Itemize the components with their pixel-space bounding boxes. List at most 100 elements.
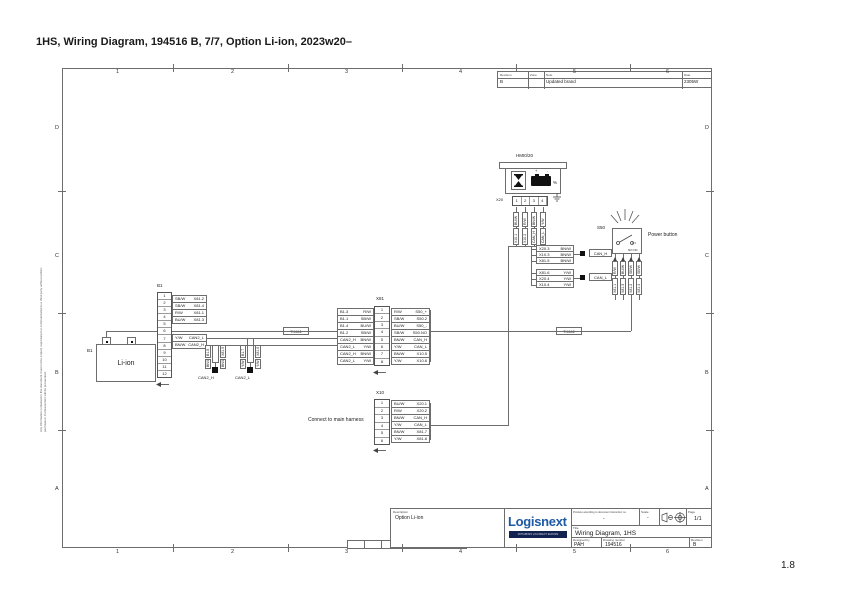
zone-tick: [630, 544, 631, 552]
wire-color-label: SB/W: [175, 296, 186, 301]
x81-label: X81: [376, 296, 385, 301]
pin-number: 5: [375, 337, 389, 344]
zone-row-label: D: [705, 125, 709, 131]
wire-color-label: SB/W: [360, 316, 371, 321]
pin-number: 11: [158, 364, 171, 371]
wire-line: [215, 362, 216, 367]
zone-tick: [288, 64, 289, 72]
x10-label: X10: [376, 390, 385, 395]
designed-header: Designed by: [573, 537, 590, 542]
produce-value: -: [603, 516, 605, 522]
page-value: 1/1: [694, 515, 702, 522]
battery-percent-label: %: [553, 180, 558, 185]
wire-net-label: S50_+: [415, 309, 427, 314]
zone-row-label: D: [55, 125, 59, 131]
wire-net-label: CAN2_H: [188, 342, 204, 347]
s50-label: S50: [597, 225, 606, 230]
termination-square: [212, 367, 218, 373]
wire-color-label: BN/W: [560, 251, 571, 257]
wire-net-label: X81.6: [539, 269, 550, 275]
wire-color-label: Y/W: [563, 275, 571, 281]
wire-color-label: BU/W: [620, 261, 626, 276]
wire-net-label: X81.1: [193, 310, 204, 315]
projection-circle-icon: [674, 512, 686, 523]
wire-line: [574, 278, 580, 279]
wire-color-label: SB/W: [636, 261, 642, 276]
wire-net-label: B1.2: [340, 330, 349, 335]
termination-square: [580, 275, 585, 280]
projection-symbol-icon: [661, 512, 673, 523]
designed-value: PAH: [574, 541, 584, 548]
wire-color-label: BN/W: [175, 342, 186, 347]
wire-net-label: X81.7: [416, 429, 427, 434]
wire-color-label: Y/W: [240, 359, 246, 369]
scale-value: -: [647, 515, 649, 521]
wire-color-label: R/W: [363, 309, 371, 314]
wire-net-label: S50.NO: [412, 330, 427, 335]
wire-line: [430, 425, 509, 426]
number-header: Drawing number: [603, 537, 626, 542]
logo-sub-bar: MITSUBISHI LOGISNEXT EUROPE: [509, 531, 567, 538]
wire-color-label: BU/W: [175, 317, 186, 322]
pin-number: 1: [158, 293, 171, 301]
termination-square: [580, 251, 585, 256]
can2-l-label: CAN2_L: [235, 375, 251, 380]
wire-color-label: BU/W: [360, 323, 371, 328]
pin-number: 4: [375, 329, 389, 337]
zone-column-label: 6: [666, 69, 670, 75]
wire-net-label: CAN_L: [414, 422, 427, 427]
battery-box: Li-ion: [96, 344, 156, 382]
x10-note: Connect to main harness: [308, 417, 364, 423]
description-header: Description: [393, 509, 409, 514]
wire-color-label: BN/W: [394, 337, 405, 342]
title-header: Title: [573, 525, 579, 530]
pin-number: 1: [375, 307, 389, 315]
title-block: Description Option Li-ion Logisnext MITS…: [390, 508, 712, 548]
wire-color-label: BU/W: [394, 323, 405, 328]
wire-line: [430, 403, 431, 440]
battery-icon: [531, 176, 551, 186]
wire-net-label: CAN2_L: [188, 335, 204, 340]
hmi-label: HMI0/20: [516, 153, 534, 158]
wire-net-label: CAN_H: [413, 337, 427, 342]
wire-direction-arrow-icon: [621, 257, 625, 261]
direction-arrow-icon: [373, 370, 386, 375]
wire-color-label: Y/W: [394, 344, 402, 349]
wire-net-label: B1.8: [205, 345, 211, 358]
can2-h-label: CAN2_H: [198, 375, 214, 380]
wire-net-label: B1.4: [340, 323, 349, 328]
wire-line: [531, 285, 536, 286]
battery-type-label: Li-ion: [117, 359, 135, 367]
wire-color-label: BN/W: [360, 337, 371, 342]
can-h-label: CAN_H: [589, 249, 612, 257]
wire-net-label: CAN2_H: [340, 351, 356, 356]
wire-color-label: BN/W: [394, 429, 405, 434]
wire-color-label: BN/W: [560, 245, 571, 251]
wire-net-label: CAN_L: [540, 228, 546, 245]
wire-color-label: Y/W: [363, 344, 371, 349]
pin-number: 10: [158, 357, 171, 364]
produce-header: Produce according to document instructio…: [573, 510, 627, 514]
wire-net-label: X81.2: [193, 296, 204, 301]
wire-color-label: BN/W: [394, 351, 405, 356]
title-value: Wiring Diagram, 1HS: [575, 529, 637, 537]
wire-color-label: BN/W: [360, 351, 371, 356]
wire-net-label: X10.2: [522, 228, 528, 245]
wire-net-label: X81.1: [612, 278, 618, 295]
wire-color-label: SB/W: [175, 303, 186, 308]
wire-net-label: X81.5: [220, 345, 226, 358]
wire-net-label: B1.7: [240, 345, 246, 358]
zone-tick: [288, 544, 289, 552]
number-value: 194516: [605, 541, 622, 548]
s50-contacts-label: NO NC: [628, 248, 638, 252]
pin-number: 12: [162, 370, 167, 376]
zone-column-label: 1: [116, 69, 120, 75]
wire-line: [531, 255, 536, 256]
zone-row-label: A: [705, 486, 709, 492]
battery-icon-terminal: [545, 174, 549, 176]
wire-net-label: X20.2: [416, 408, 427, 413]
wire-net-label: X81.3: [620, 278, 626, 295]
zone-column-label: 3: [345, 549, 349, 555]
